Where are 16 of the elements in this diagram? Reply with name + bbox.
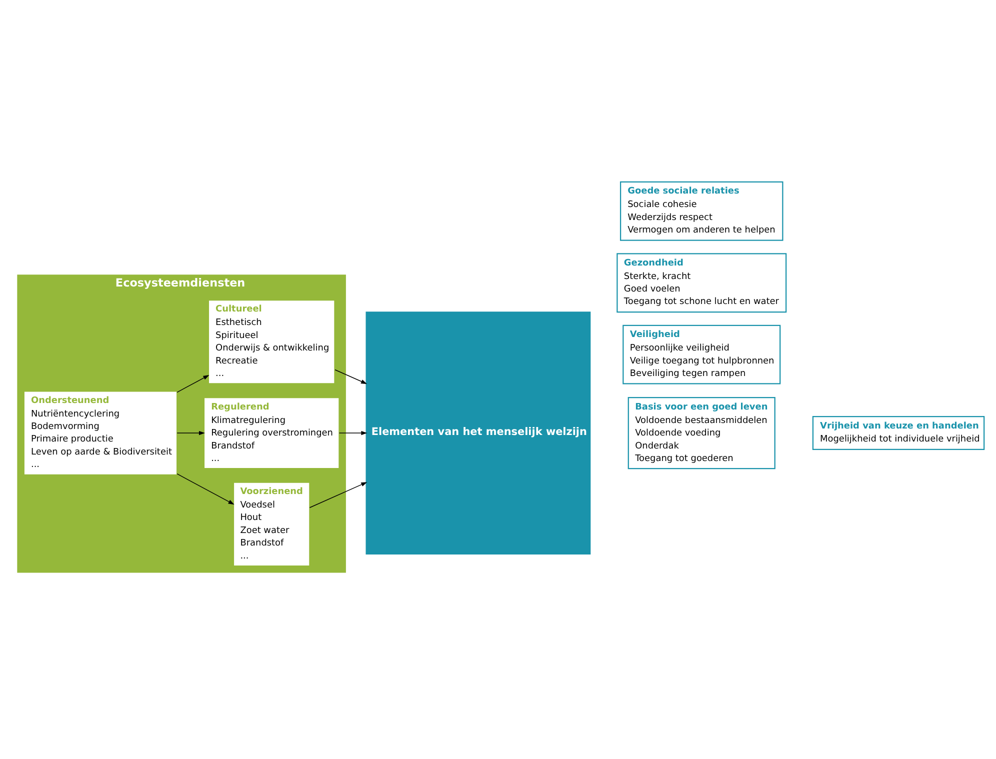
arrow [334,368,368,384]
arrow [309,482,368,508]
node-box: Gezondheid Sterkte, kracht Goed voelen Toegang tot schone lucht en water [616,252,787,312]
node-box: Voorzienend Voedsel Hout Zoet water Brandstof ... [232,481,310,566]
node-box: Cultureel Esthetisch Spiritueel Onderwijs & ontwikkeling Recreatie ... [208,299,336,384]
arrow [176,374,210,392]
node-box: Elementen van het menselijk welzijn [366,311,591,554]
arrow [176,472,234,504]
arrow [176,430,205,435]
node-box: Vrijheid van keuze en handelen Mogelijkheid tot individuele vrijheid [812,416,985,450]
node-box: Ondersteunend Nutriëntencyclering Bodemvorming Primaire productie Leven op aarde & Biodiversiteit ... [23,390,178,475]
node-box: Veiligheid Persoonlijke veiligheid Veilige toegang tot hulpbronnen Beveiliging tegen rampen [622,324,781,384]
node-box: Regulerend Klimatregulering Regulering overstromingen Brandstof ... [203,396,340,469]
node-box: Goede sociale relaties Sociale cohesie Wederzijds respect Vermogen om anderen te helpen [620,180,784,240]
arrow [338,430,368,435]
node-box: Basis voor een goed leven Voldoende bestaansmiddelen Voldoende voeding Onderdak Toegang tot goederen [628,396,776,469]
